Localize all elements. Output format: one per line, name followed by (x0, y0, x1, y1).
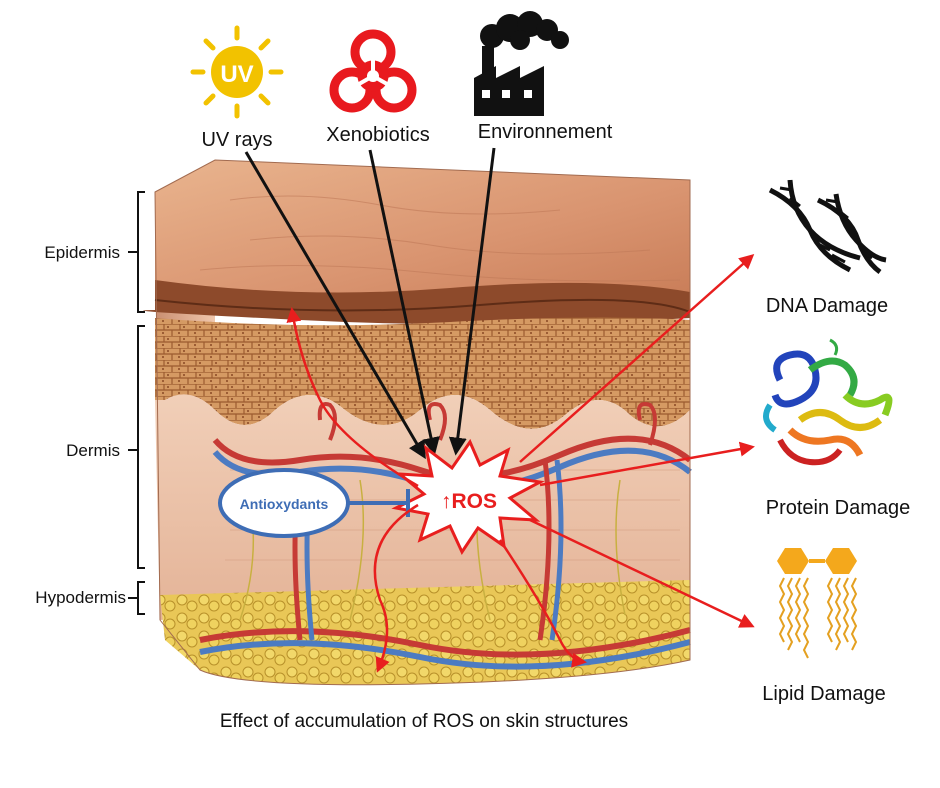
skin-block (143, 159, 692, 686)
antioxidants-label: Antioxydants (240, 496, 329, 512)
dna-damage-label: DNA Damage (766, 295, 888, 317)
lower-effect-arrow-1 (373, 503, 419, 673)
lower-effect-arrow-2 (498, 539, 587, 668)
ros-effect-arrows (286, 254, 755, 673)
dna-icon (768, 179, 887, 275)
uv-rays-label: UV rays (201, 129, 272, 151)
sun-icon: UV (190, 25, 284, 119)
ros-label: ↑ROS (441, 490, 497, 513)
lipid-icon (777, 548, 858, 659)
epidermis-bracket: Epidermis (44, 191, 145, 313)
dermis-label: Dermis (66, 441, 120, 460)
epidermis-effect-arrow (286, 307, 419, 488)
xenobiotics-label: Xenobiotics (326, 124, 429, 146)
antioxidant-node: Antioxydants (218, 468, 410, 538)
protein-damage-label: Protein Damage (766, 497, 911, 519)
protein-icon (763, 338, 893, 466)
biohazard-icon (329, 29, 417, 113)
dna-damage-arrow (519, 254, 755, 463)
diagram-caption: Effect of accumulation of ROS on skin st… (220, 711, 628, 732)
dermis-bracket: Dermis (66, 325, 145, 569)
hypodermis-label: Hypodermis (35, 588, 126, 607)
source-arrows (244, 147, 496, 460)
lipid-damage-arrow (529, 518, 755, 628)
xenobiotics-arrow (368, 149, 440, 456)
environnement-arrow (448, 147, 496, 456)
environnement-label: Environnement (478, 121, 613, 143)
protein-damage-arrow (539, 441, 755, 487)
ros-burst: ↑ROS (391, 438, 545, 556)
hypodermis-bracket: Hypodermis (35, 581, 145, 615)
uv-arrow (244, 151, 426, 460)
epidermis-label: Epidermis (44, 243, 120, 262)
uv-icon-text: UV (220, 61, 253, 88)
lipid-damage-label: Lipid Damage (762, 683, 885, 705)
factory-icon (474, 11, 569, 116)
